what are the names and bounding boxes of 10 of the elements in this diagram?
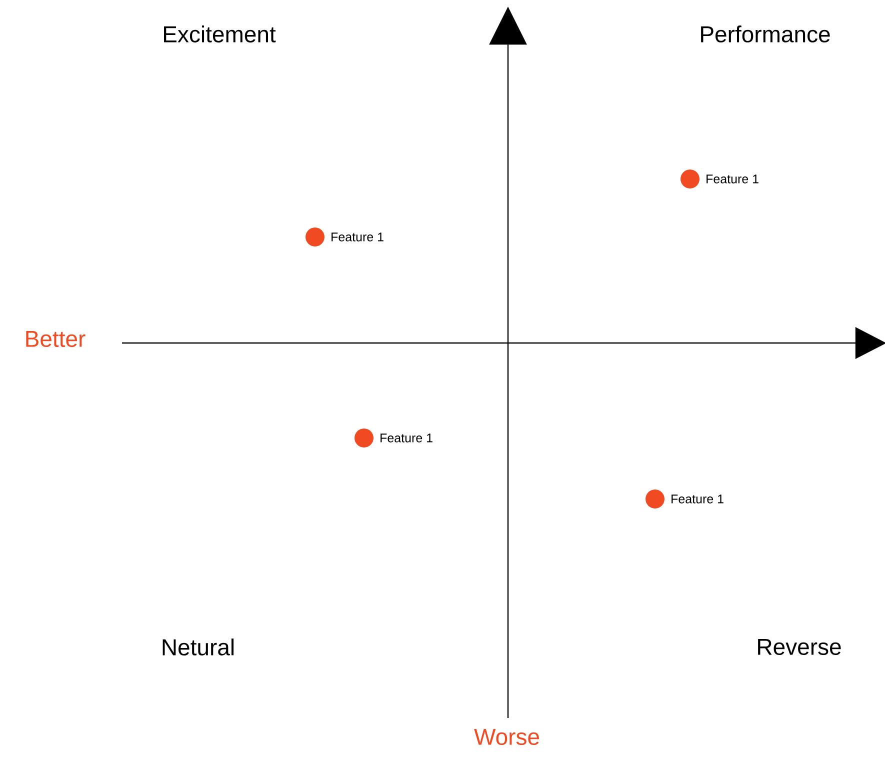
axis-label: Better bbox=[26, 330, 86, 348]
point-label: Feature 1 bbox=[380, 434, 432, 442]
point-label: Feature 1 bbox=[672, 494, 724, 504]
point-label: Feature 1 bbox=[332, 232, 384, 242]
quadrant-label: Performance bbox=[701, 26, 830, 42]
point-label: Feature 1 bbox=[706, 174, 758, 184]
axis-label: Worse bbox=[474, 728, 540, 746]
quadrant-label: Reverse bbox=[758, 638, 841, 656]
quadrant-label: Netural bbox=[162, 638, 234, 656]
quadrant-label: Excitement bbox=[164, 26, 276, 42]
